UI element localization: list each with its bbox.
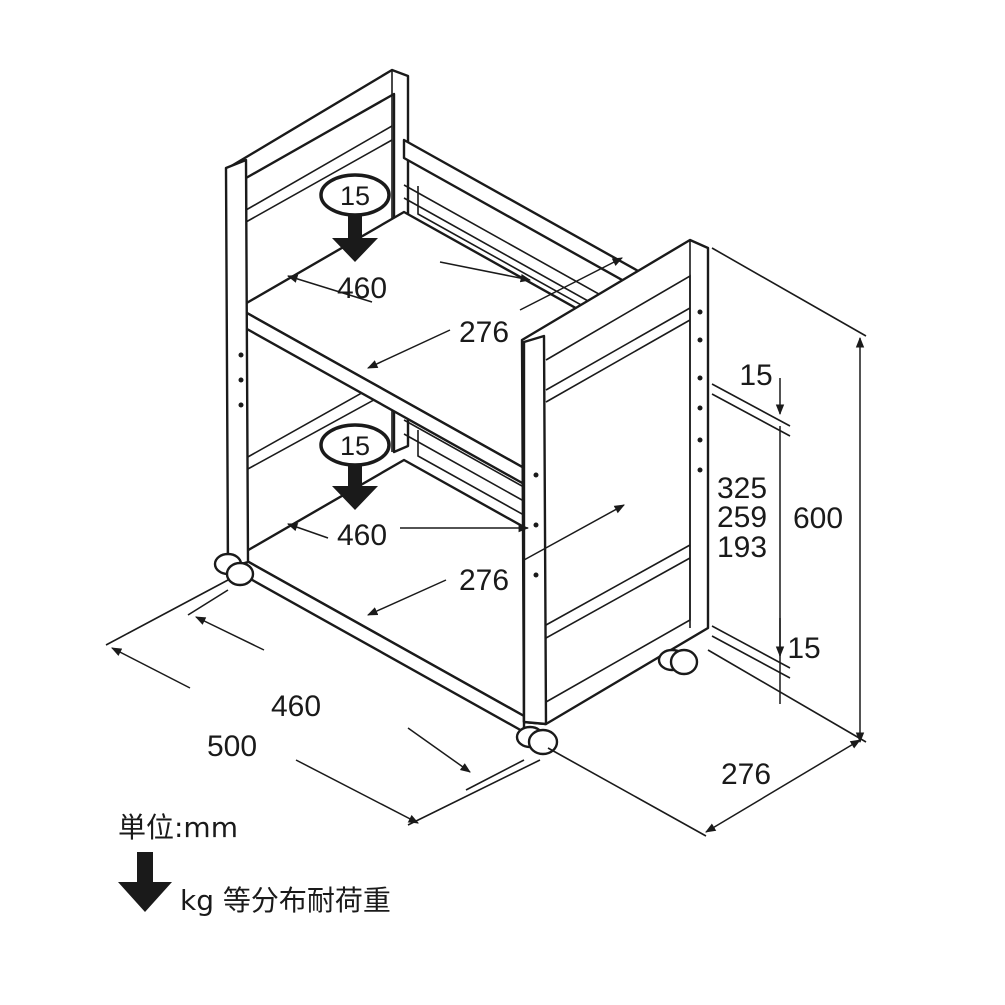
outer-width-value: 500 bbox=[207, 730, 257, 763]
legend: 単位:mm kg 等分布耐荷重 bbox=[118, 811, 391, 917]
height-value: 600 bbox=[793, 502, 843, 535]
load-arrow-icon bbox=[118, 852, 172, 912]
upper-load-marker: 15 bbox=[319, 173, 391, 262]
load-note: kg 等分布耐荷重 bbox=[180, 884, 391, 917]
upper-shelf-width: 460 bbox=[337, 272, 387, 305]
lower-shelf-depth: 276 bbox=[459, 564, 509, 597]
upper-load-value: 15 bbox=[340, 181, 370, 211]
unit-label: 単位:mm bbox=[118, 811, 238, 844]
depth-dimension: 276 bbox=[547, 649, 867, 837]
upper-shelf-dimensions: 460 276 bbox=[286, 257, 623, 369]
lower-load-marker: 15 bbox=[319, 423, 391, 510]
bottom-thickness-value: 15 bbox=[787, 632, 820, 665]
upper-shelf-depth: 276 bbox=[459, 316, 509, 349]
front-left-leg bbox=[224, 158, 250, 570]
inner-width-value: 460 bbox=[271, 690, 321, 723]
lower-shelf-width: 460 bbox=[337, 519, 387, 552]
shelf-position-259: 259 bbox=[717, 501, 767, 534]
width-dimensions: 460 500 bbox=[105, 579, 541, 826]
lower-shelf-dimensions: 460 276 bbox=[287, 504, 625, 616]
depth-value: 276 bbox=[721, 758, 771, 791]
caster-wheels bbox=[213, 552, 699, 756]
top-thickness-value: 15 bbox=[739, 359, 772, 392]
height-dimensions: 600 15 15 325 259 193 bbox=[711, 247, 867, 744]
lower-load-value: 15 bbox=[340, 431, 370, 461]
shelf-position-193: 193 bbox=[717, 531, 767, 564]
front-right-frame bbox=[520, 238, 710, 726]
shelf-position-325: 325 bbox=[717, 472, 767, 505]
